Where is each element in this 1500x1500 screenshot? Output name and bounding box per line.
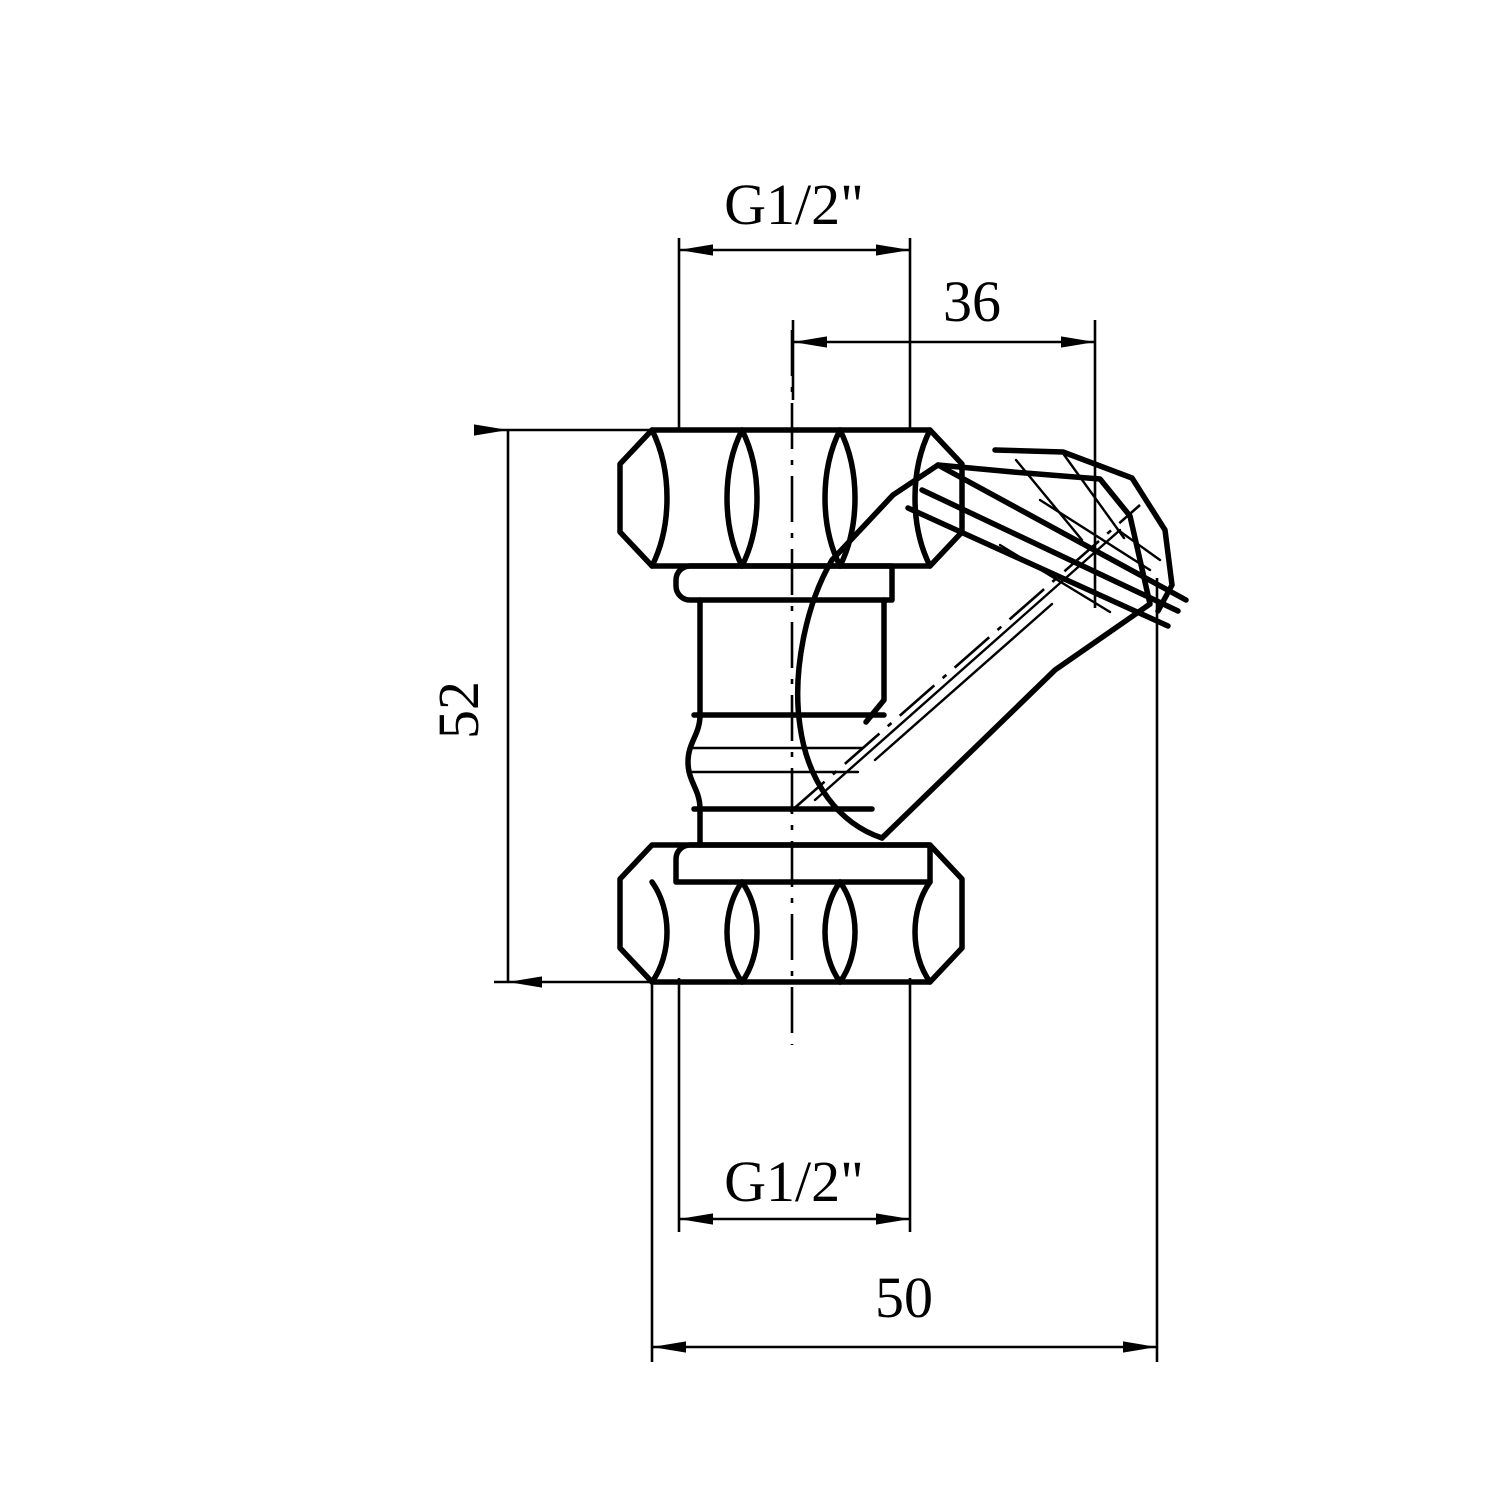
- branch-seam-line: [873, 602, 1054, 762]
- bottom-hex-nut: [617, 842, 965, 985]
- branch-hex-flat-2: [1060, 450, 1126, 540]
- valve-body: [617, 427, 1189, 985]
- top-hex-arc-mid-left: [724, 427, 745, 569]
- top-hex-arc-far-right: [837, 427, 858, 569]
- bottom-hex-arc-far-right: [837, 879, 858, 985]
- branch-hex-flat-5: [1116, 528, 1162, 562]
- bottom-collar: [673, 842, 933, 885]
- waist-right-profile: [863, 597, 887, 725]
- label-top-thread: G1/2": [724, 172, 864, 237]
- label-overall-width: 50: [875, 1265, 933, 1330]
- bottom-collar-outline: [673, 842, 933, 885]
- bottom-hex-arc-mid-right: [739, 879, 760, 985]
- branch-barrel: [829, 462, 1153, 841]
- branch-hex-flat-1: [1014, 458, 1084, 542]
- branch-hex-flat-4: [998, 543, 1112, 614]
- bottom-hex-arc-mid-left: [724, 879, 745, 985]
- bottom-hex-arc-end: [912, 879, 933, 985]
- branch-flange-edge-3: [935, 462, 1189, 603]
- waist-left-profile: [685, 597, 703, 848]
- top-hex-arc-end: [912, 427, 933, 569]
- dimension-lines: [474, 244, 1157, 1353]
- bottom-hex-arc-right: [822, 879, 843, 985]
- extension-lines: [494, 238, 1159, 1362]
- top-collar: [673, 563, 895, 603]
- branch-inner-line: [813, 528, 1122, 802]
- label-bottom-thread: G1/2": [724, 1149, 864, 1214]
- label-body-height: 52: [426, 681, 491, 739]
- top-collar-outline: [673, 563, 895, 603]
- top-hex-arc-right: [822, 427, 843, 569]
- bottom-hex-arc-left: [649, 879, 670, 985]
- top-hex-nut: [617, 427, 965, 569]
- top-hex-arc-mid-right: [739, 427, 760, 569]
- branch-hex-cap: [992, 447, 1175, 614]
- dimension-labels: G1/2" 36 52 G1/2" 50: [426, 172, 1001, 1330]
- label-branch-offset: 36: [943, 269, 1001, 334]
- top-hex-arc-left: [649, 427, 670, 569]
- centerlines: [789, 330, 1141, 1045]
- waisted-body: [685, 597, 887, 848]
- branch-centerline: [789, 504, 1141, 813]
- branch-shoulder: [795, 557, 885, 841]
